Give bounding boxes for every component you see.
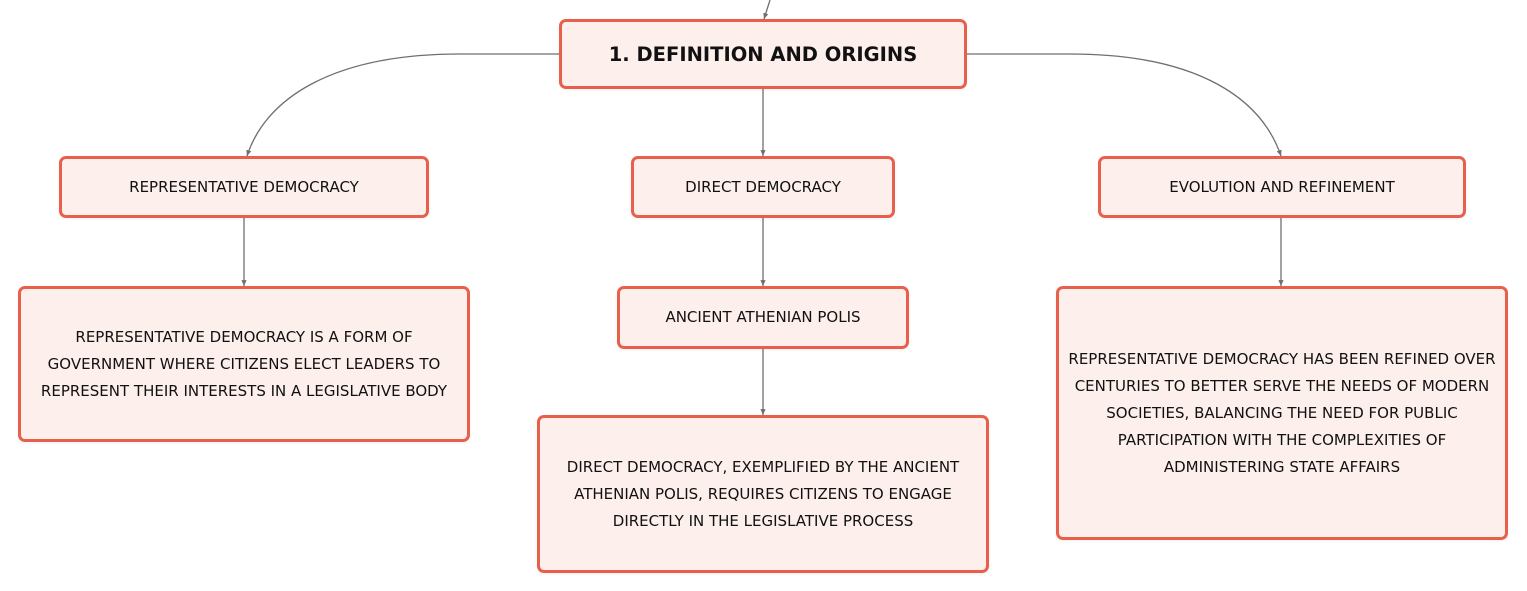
topic-label: REPRESENTATIVE DEMOCRACY — [129, 177, 359, 196]
topic-label: EVOLUTION AND REFINEMENT — [1169, 177, 1395, 196]
connector-root-to-representative — [246, 53, 559, 157]
subtopic-label: ANCIENT ATHENIAN POLIS — [665, 308, 861, 326]
detail-representative-democracy[interactable]: REPRESENTATIVE DEMOCRACY IS A FORM OF GO… — [18, 286, 470, 442]
connector-incoming-root — [763, 0, 771, 20]
root-topic-label: 1. DEFINITION AND ORIGINS — [608, 42, 918, 66]
detail-text: DIRECT DEMOCRACY, EXEMPLIFIED BY THE ANC… — [566, 457, 960, 530]
topic-evolution-and-refinement[interactable]: EVOLUTION AND REFINEMENT — [1098, 156, 1466, 218]
detail-direct-democracy[interactable]: DIRECT DEMOCRACY, EXEMPLIFIED BY THE ANC… — [537, 415, 989, 573]
detail-text: REPRESENTATIVE DEMOCRACY HAS BEEN REFINE… — [1068, 349, 1496, 476]
topic-label: DIRECT DEMOCRACY — [685, 177, 841, 196]
topic-direct-democracy[interactable]: DIRECT DEMOCRACY — [631, 156, 895, 218]
topic-representative-democracy[interactable]: REPRESENTATIVE DEMOCRACY — [59, 156, 429, 218]
connector-root-to-evolution — [967, 53, 1282, 157]
detail-text: REPRESENTATIVE DEMOCRACY IS A FORM OF GO… — [40, 327, 448, 400]
detail-evolution-and-refinement[interactable]: REPRESENTATIVE DEMOCRACY HAS BEEN REFINE… — [1056, 286, 1508, 540]
root-topic-node[interactable]: 1. DEFINITION AND ORIGINS — [559, 19, 967, 89]
subtopic-ancient-athenian-polis[interactable]: ANCIENT ATHENIAN POLIS — [617, 286, 909, 349]
